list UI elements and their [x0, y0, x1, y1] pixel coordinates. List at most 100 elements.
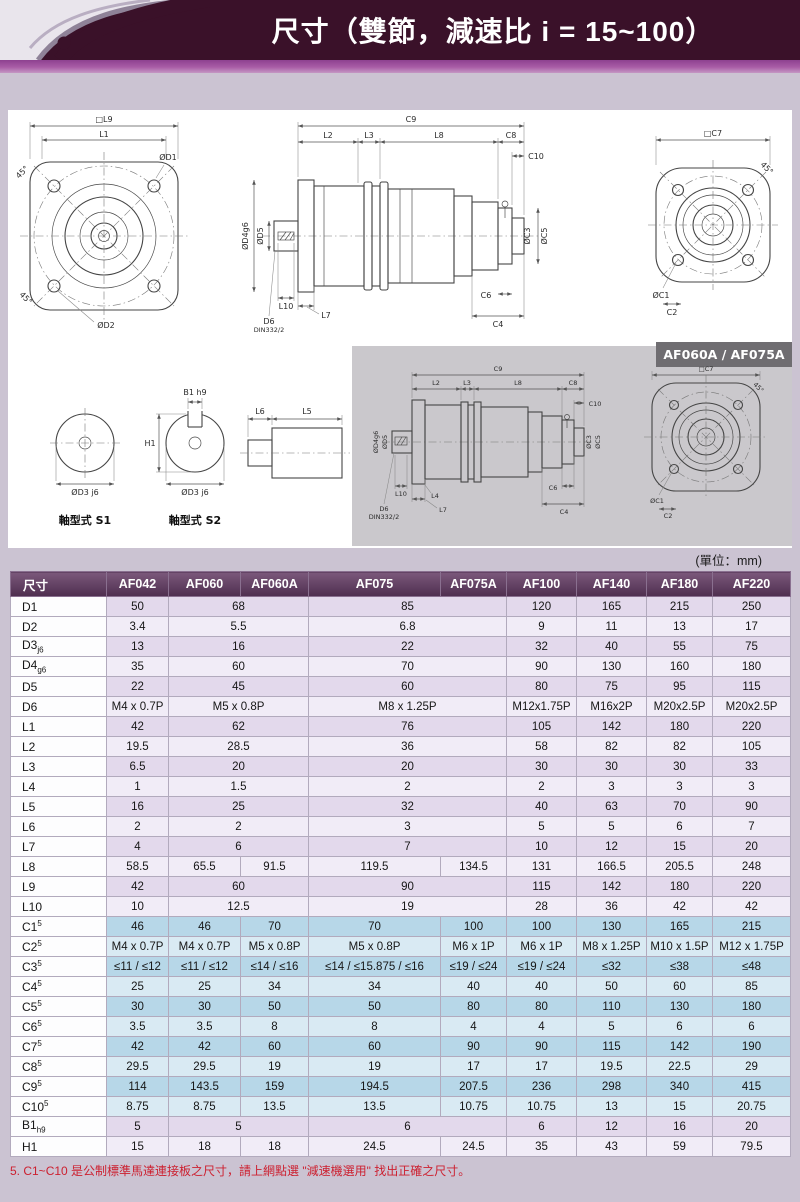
value-cell: 3 [576, 776, 647, 797]
value-cell: 30 [646, 756, 713, 777]
value-cell: 30 [168, 996, 241, 1017]
dim-label-D3: ØD3 j6 [181, 487, 208, 497]
value-cell: 45 [168, 676, 309, 697]
value-cell: 30 [106, 996, 169, 1017]
table-row-C3: C35≤11 / ≤12≤11 / ≤12≤14 / ≤16≤14 / ≤15.… [10, 956, 791, 977]
value-cell: 134.5 [440, 856, 507, 877]
value-cell: 1.5 [168, 776, 309, 797]
value-cell: 75 [576, 676, 647, 697]
variant-panel: AF060A / AF075A C9 L2 L3 L8 [352, 342, 792, 546]
value-cell: 90 [712, 796, 791, 817]
value-cell: 60 [308, 676, 507, 697]
value-cell: 11 [576, 616, 647, 637]
value-cell: 1 [106, 776, 169, 797]
value-cell: 9 [506, 616, 577, 637]
value-cell: 16 [646, 1116, 713, 1137]
angle-label: 45° [14, 164, 30, 180]
value-cell: 248 [712, 856, 791, 877]
dim-label-D1: ØD1 [159, 152, 177, 162]
din-standard-label: DIN332/2 [369, 513, 400, 521]
value-cell: M16x2P [576, 696, 647, 717]
value-cell: 105 [506, 716, 577, 737]
value-cell: 20.75 [712, 1096, 791, 1117]
front-view: □L9 L1 ØD [14, 115, 188, 330]
dim-label-C3: ØC3 [522, 228, 532, 245]
value-cell: 6 [646, 1016, 713, 1037]
row-label: H1 [10, 1136, 107, 1157]
banner-swoosh-graphic [0, 0, 210, 60]
value-cell: ≤11 / ≤12 [106, 956, 169, 977]
value-cell: 25 [106, 976, 169, 997]
value-cell: 130 [576, 656, 647, 677]
value-cell: 29 [712, 1056, 791, 1077]
value-cell: 90 [440, 1036, 507, 1057]
value-cell: 131 [506, 856, 577, 877]
value-cell: 114 [106, 1076, 169, 1097]
value-cell: 70 [646, 796, 713, 817]
value-cell: 7 [712, 816, 791, 837]
value-cell: 42 [168, 1036, 241, 1057]
row-label: L10 [10, 896, 107, 917]
value-cell: 80 [506, 996, 577, 1017]
row-label: L2 [10, 736, 107, 757]
value-cell: 6 [168, 836, 309, 857]
dim-label-C1: ØC1 [653, 290, 670, 300]
row-label: L8 [10, 856, 107, 877]
value-cell: 15 [106, 1136, 169, 1157]
value-cell: 50 [576, 976, 647, 997]
value-cell: 85 [712, 976, 791, 997]
value-cell: 60 [240, 1036, 309, 1057]
row-label: C85 [10, 1056, 107, 1077]
value-cell: 180 [646, 716, 713, 737]
value-cell: 8.75 [168, 1096, 241, 1117]
value-cell: 17 [506, 1056, 577, 1077]
row-label: L3 [10, 756, 107, 777]
value-cell: ≤11 / ≤12 [168, 956, 241, 977]
value-cell: 24.5 [440, 1136, 507, 1157]
page-title: 尺寸（雙節，減速比 i = 15~100） [271, 16, 715, 47]
value-cell: ≤14 / ≤15.875 / ≤16 [308, 956, 441, 977]
value-cell: 36 [308, 736, 507, 757]
value-cell: 59 [646, 1136, 713, 1157]
value-cell: 10.75 [506, 1096, 577, 1117]
value-cell: 18 [240, 1136, 309, 1157]
dim-label-L4: L4 [431, 492, 439, 500]
value-cell: 6 [712, 1016, 791, 1037]
dim-label-L8: L8 [434, 131, 444, 140]
value-cell: 298 [576, 1076, 647, 1097]
value-cell: 2 [506, 776, 577, 797]
value-cell: 5 [506, 816, 577, 837]
value-cell: M5 x 0.8P [308, 936, 441, 957]
value-cell: 2 [106, 816, 169, 837]
dim-label-C2: C2 [664, 512, 673, 520]
row-label: B1h9 [10, 1116, 107, 1137]
value-cell: 32 [506, 636, 577, 657]
value-cell: 60 [308, 1036, 441, 1057]
dim-label-D4: ØD4g6 [372, 431, 380, 454]
value-cell: 42 [106, 1036, 169, 1057]
dim-label-L3: L3 [364, 131, 374, 140]
value-cell: 165 [576, 596, 647, 617]
value-cell: 207.5 [440, 1076, 507, 1097]
shaft-type-s1-label: 軸型式 S1 [59, 513, 111, 527]
column-header-AF100: AF100 [506, 571, 577, 597]
value-cell: 10 [106, 896, 169, 917]
column-header-AF060: AF060 [168, 571, 241, 597]
value-cell: 91.5 [240, 856, 309, 877]
value-cell: 12 [576, 836, 647, 857]
row-label: L7 [10, 836, 107, 857]
dim-label-L8: L8 [514, 379, 522, 387]
value-cell: 40 [576, 636, 647, 657]
value-cell: 415 [712, 1076, 791, 1097]
value-cell: 58 [506, 736, 577, 757]
